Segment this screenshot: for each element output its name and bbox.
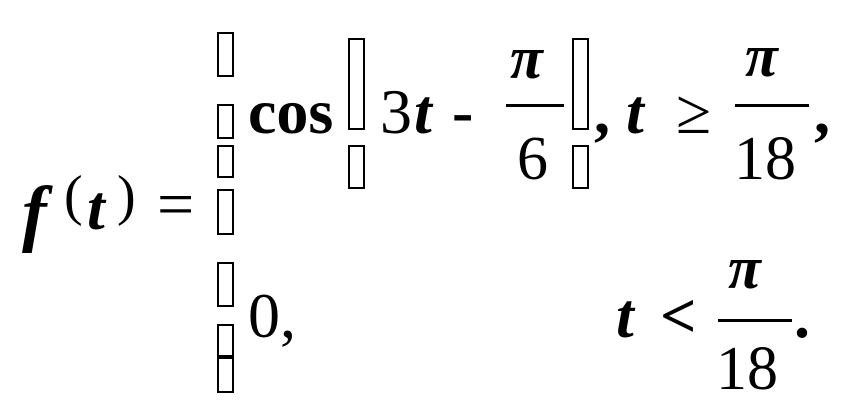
paren-glyph-box xyxy=(572,145,589,189)
coefficient: 3 xyxy=(380,76,412,147)
paren-glyph-box xyxy=(348,38,365,130)
open-paren: ( xyxy=(64,165,83,227)
paren-glyph-box xyxy=(348,145,365,189)
case2-condition-pi: π xyxy=(728,235,761,301)
condition-denominator: 18 xyxy=(734,125,796,193)
case2-value: 0, xyxy=(248,280,296,351)
minus-sign: - xyxy=(452,76,474,147)
brace-glyph-box xyxy=(217,324,234,357)
case2-condition-denominator: 18 xyxy=(716,335,778,403)
case1-variable: t xyxy=(414,76,432,147)
argument-variable: t xyxy=(87,172,105,243)
fraction-bar xyxy=(735,104,809,107)
brace-glyph-box xyxy=(217,189,234,235)
case2-condition-variable: t xyxy=(616,280,634,351)
condition-pi: π xyxy=(745,23,778,89)
fraction-bar xyxy=(506,104,564,107)
brace-glyph-box xyxy=(217,104,234,139)
denominator: 6 xyxy=(517,125,548,193)
fraction-bar xyxy=(718,319,792,322)
brace-glyph-box xyxy=(217,357,234,393)
case1-trailing-comma: , xyxy=(814,76,830,147)
relation-less-than: < xyxy=(660,280,697,351)
close-paren: ) xyxy=(117,165,136,227)
paren-glyph-box xyxy=(572,38,589,130)
condition-variable: t xyxy=(626,76,644,147)
case1-comma: , xyxy=(594,76,610,147)
pi-numerator: π xyxy=(510,25,543,91)
function-name: f xyxy=(22,172,47,254)
relation-geq: ≥ xyxy=(676,76,712,147)
brace-glyph-box xyxy=(217,262,234,307)
equals-sign: = xyxy=(157,168,195,241)
brace-glyph-box xyxy=(217,145,234,178)
cos-function: cos xyxy=(248,76,334,147)
brace-glyph-box xyxy=(217,32,234,77)
case2-trailing-period: . xyxy=(794,280,810,351)
